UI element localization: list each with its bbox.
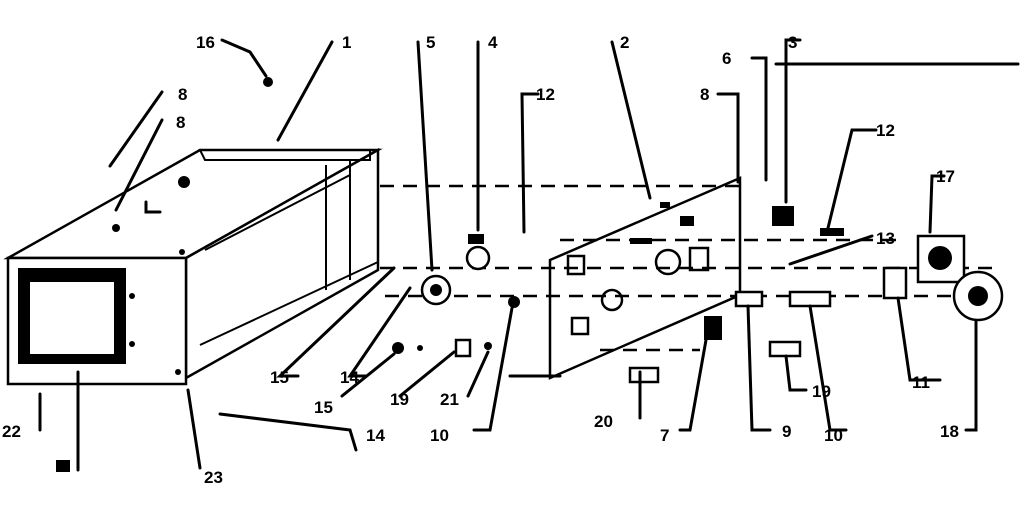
callout-15-lower: 15: [314, 398, 333, 417]
callout-12-mid: 12: [536, 85, 555, 104]
callout-8-right: 8: [700, 85, 709, 104]
callout-7: 7: [660, 426, 669, 445]
callout-18: 18: [940, 422, 959, 441]
callout-labels: 16 1 8 8 5 4 12 2 8 6 3 12 13 17 15 14 1…: [2, 33, 959, 487]
callout-8-top-left: 8: [178, 85, 187, 104]
callout-15-upper: 15: [270, 368, 289, 387]
callout-21: 21: [440, 390, 459, 409]
callout-19-right: 19: [812, 382, 831, 401]
callout-19-left: 19: [390, 390, 409, 409]
callout-14-lower: 14: [366, 426, 385, 445]
callout-10-right: 10: [824, 426, 843, 445]
control-panel: [548, 176, 742, 380]
knobs-and-parts: [56, 77, 1004, 472]
callout-16: 16: [196, 33, 215, 52]
leader-lines: [38, 38, 1020, 472]
callout-14-upper: 14: [340, 368, 359, 387]
callout-2: 2: [620, 33, 629, 52]
callout-9: 9: [782, 422, 791, 441]
callout-20: 20: [594, 412, 613, 431]
callout-11: 11: [912, 373, 930, 392]
callout-4: 4: [488, 33, 498, 52]
callout-8-left: 8: [176, 113, 185, 132]
callout-5: 5: [426, 33, 435, 52]
callout-3: 3: [788, 33, 797, 52]
callout-13: 13: [876, 229, 895, 248]
callout-17: 17: [936, 167, 955, 186]
callout-1: 1: [342, 33, 351, 52]
callout-6: 6: [722, 49, 731, 68]
callout-10-left: 10: [430, 426, 449, 445]
callout-12-right: 12: [876, 121, 895, 140]
callout-23: 23: [204, 468, 223, 487]
front-bezel: [18, 249, 185, 375]
callout-22: 22: [2, 422, 21, 441]
